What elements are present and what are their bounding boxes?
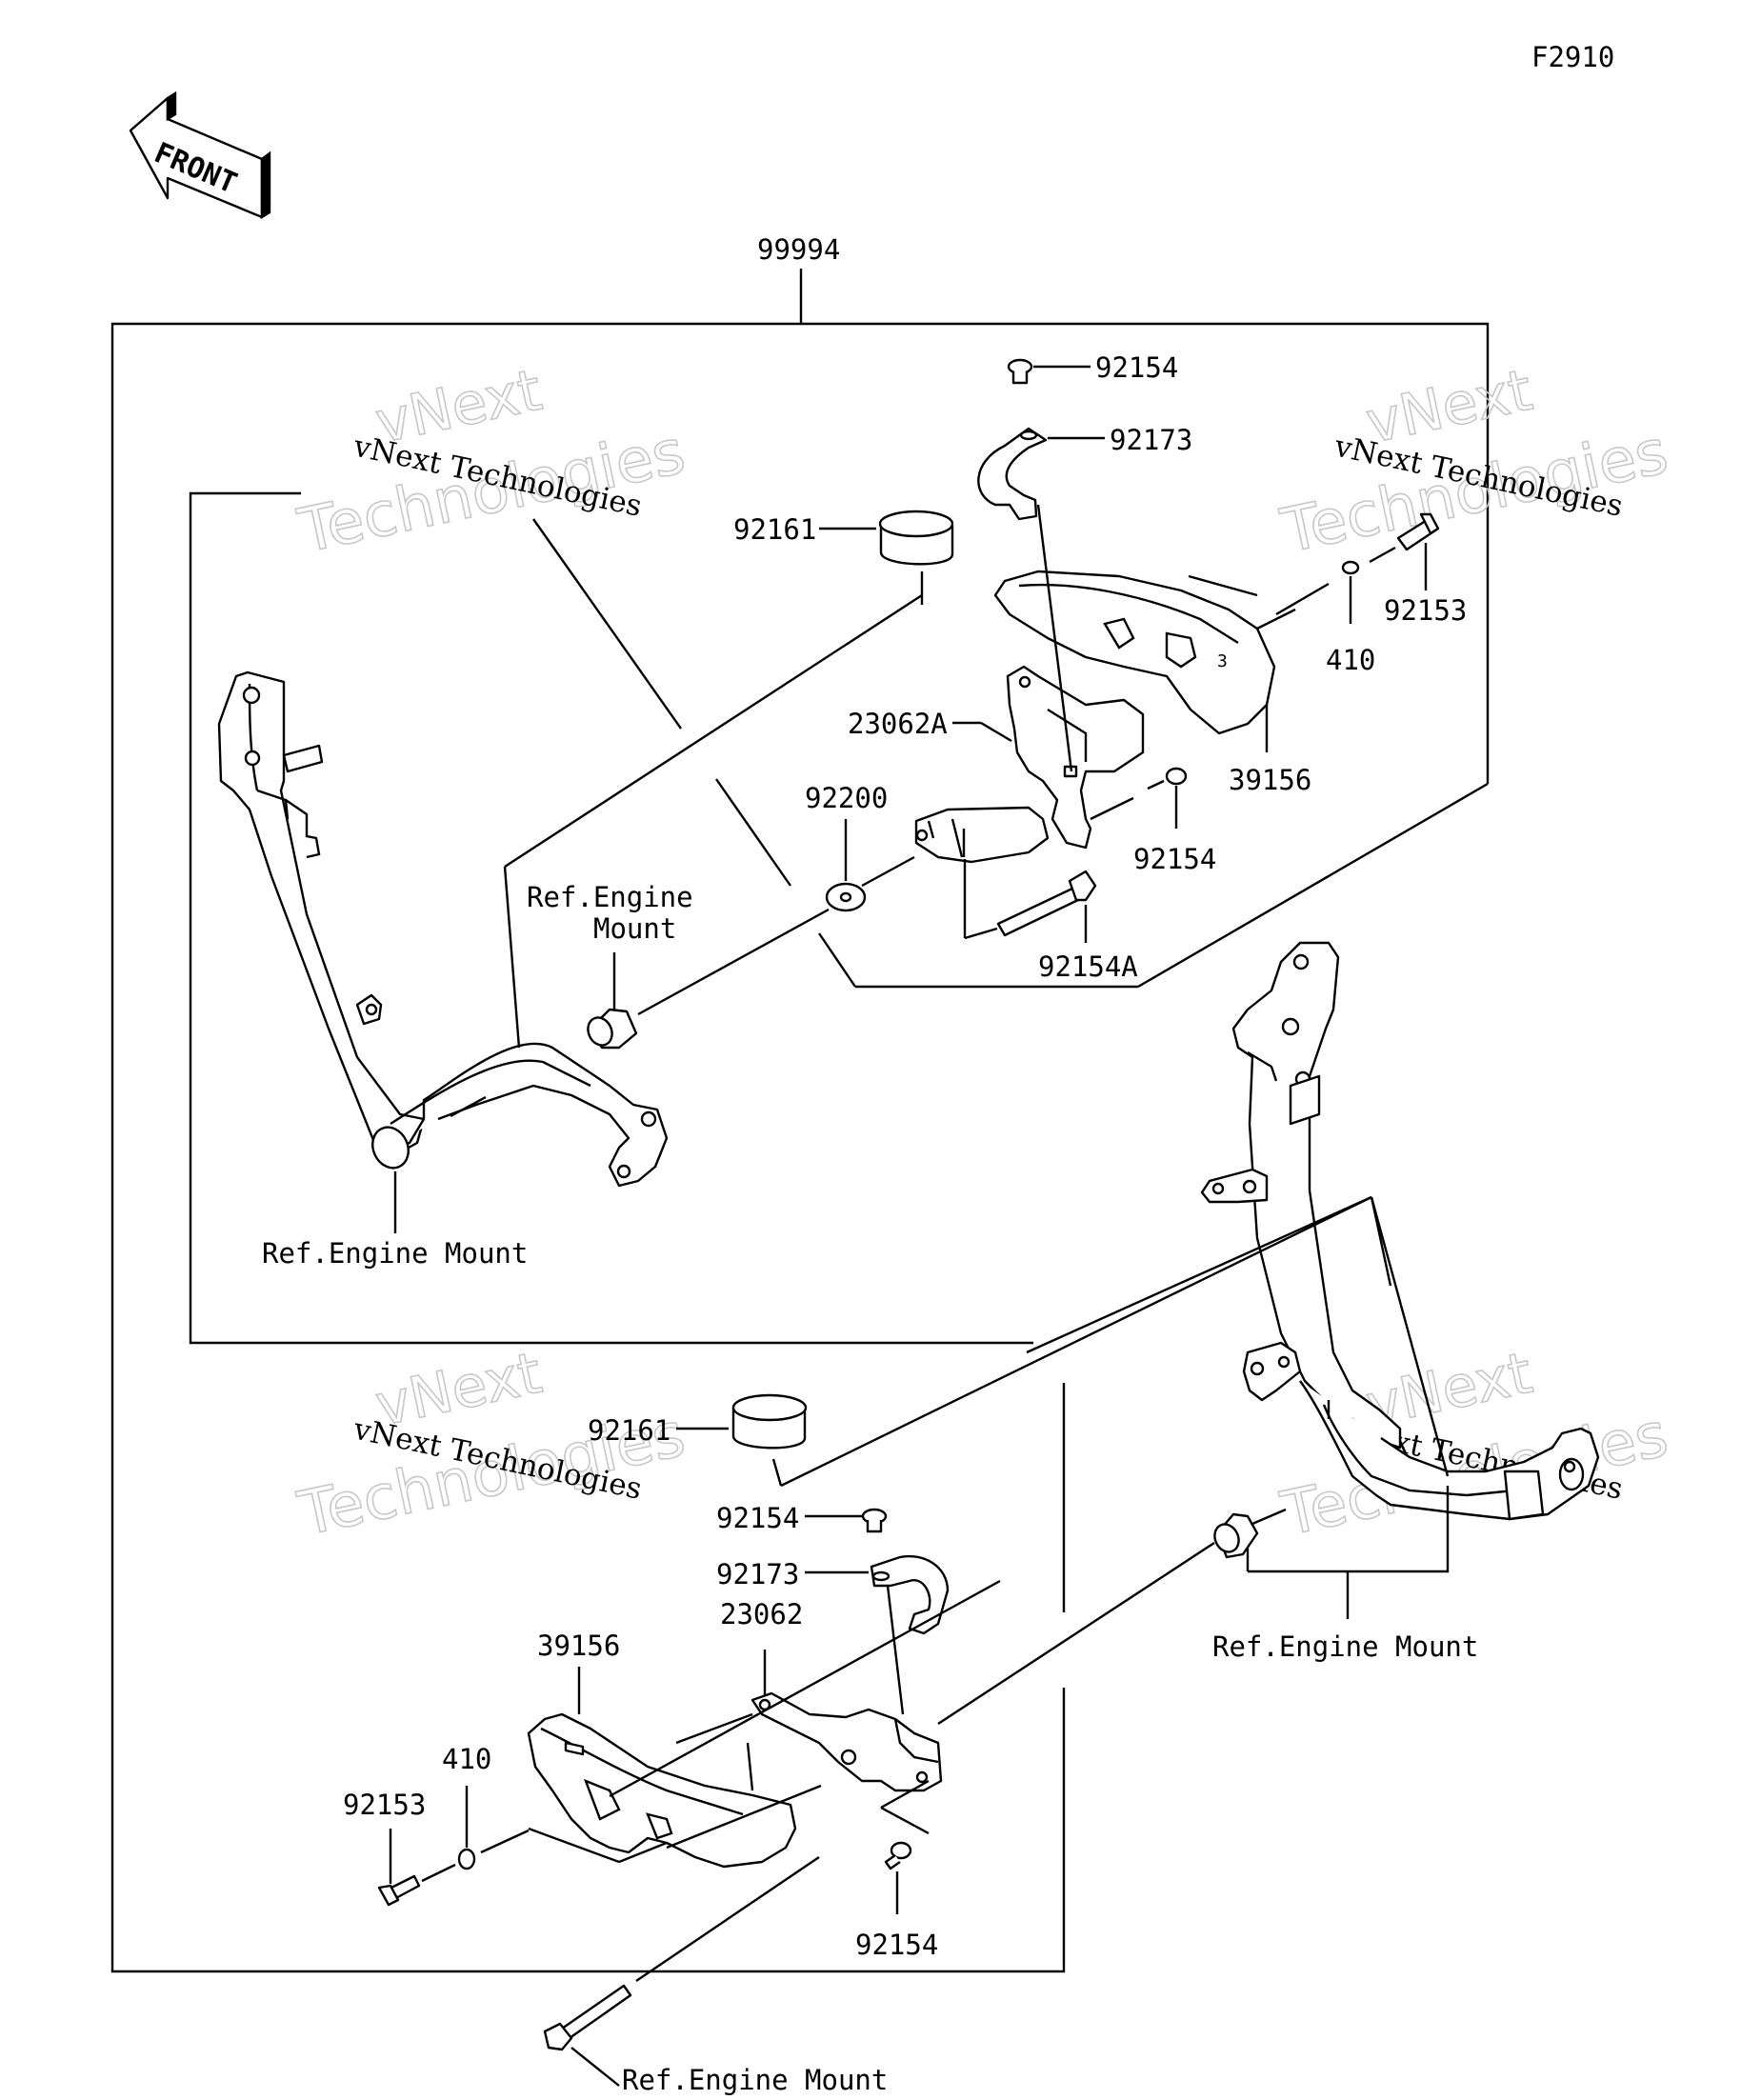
callout-assembly: 99994: [757, 233, 840, 266]
ref-engine-mount-left: Ref.Engine Mount: [262, 1237, 528, 1270]
bracket-top-icon: [952, 504, 1145, 850]
callout-slider-top: 39156: [1229, 764, 1311, 796]
clamp-top-icon: [977, 427, 1105, 521]
figure-code: F2910: [1531, 41, 1614, 73]
slider-top-icon: 3: [993, 570, 1330, 752]
assembly-boundary: [110, 322, 1490, 1973]
callout-bolt-top-right: 92153: [1384, 594, 1467, 627]
callout-collar-bottom: 92161: [588, 1414, 670, 1447]
svg-text:3: 3: [1217, 651, 1228, 671]
bolt-top-right-icon: [1396, 512, 1440, 590]
callout-slider-bottom: 39156: [537, 1630, 620, 1662]
callout-screw-mid: 92154: [1133, 843, 1216, 875]
collar-bottom-icon: [676, 1393, 808, 1450]
clamp-bottom-icon: [805, 1554, 950, 1715]
ref-engine-mount-bottom: Ref.Engine Mount: [622, 2064, 888, 2096]
callout-screw-top: 92154: [1095, 351, 1178, 384]
watermark-top-right: vNext Technologies vNext Technologies: [1274, 356, 1674, 569]
callout-washer-92200: 92200: [805, 782, 888, 814]
washer-bottom-icon: [457, 1848, 476, 1870]
callout-bolt-bottom-left: 92153: [343, 1789, 426, 1821]
slider-bottom-icon: [527, 1667, 797, 1869]
washer-top-right-icon: [1341, 560, 1360, 575]
washer-92200-icon: [825, 819, 915, 912]
screw-mid-icon: [1090, 767, 1188, 829]
callout-bracket-top: 23062A: [848, 708, 948, 740]
collar-top-icon: [819, 510, 954, 605]
bolt-bottom-left-icon: [377, 1829, 456, 1907]
front-arrow-icon: FRONT: [129, 90, 271, 220]
right-guard-frame: [1200, 941, 1600, 1521]
ref-engine-mount-top-b: Mount: [593, 912, 676, 945]
bracket-lower-top-icon: [914, 806, 1050, 864]
callout-bracket-bottom: 23062: [720, 1598, 803, 1630]
watermark-top-left: vNext Technologies vNext Technologies: [291, 356, 691, 569]
bolt-long-icon: [963, 859, 1097, 943]
ref-engine-mount-right: Ref.Engine Mount: [1212, 1630, 1478, 1663]
callout-screw-bottom-upper: 92154: [716, 1502, 799, 1534]
callout-washer-top-right: 410: [1326, 644, 1375, 676]
screw-top-icon: [1007, 358, 1091, 385]
left-guard-frame: [217, 670, 669, 1188]
bracket-bottom-icon: [750, 1650, 943, 1792]
callout-bolt-long: 92154A: [1038, 950, 1138, 983]
screw-bottom-lower-icon: [880, 1779, 930, 1914]
engine-mount-collar-top-icon: [587, 908, 830, 1050]
callout-clamp-bottom: 92173: [716, 1558, 799, 1590]
screw-bottom-upper-icon: [805, 1508, 888, 1533]
engine-mount-bolt-bottom-icon: [543, 1856, 820, 2087]
callout-clamp-top: 92173: [1110, 424, 1192, 456]
frame-group-box: [189, 491, 1033, 1345]
callout-washer-bottom: 410: [442, 1743, 491, 1775]
callout-collar-top: 92161: [733, 513, 816, 546]
ref-engine-mount-top-a: Ref.Engine: [527, 881, 693, 913]
engine-mount-collar-right-icon: [1213, 1486, 1450, 1619]
callout-screw-bottom-lower: 92154: [855, 1929, 938, 1961]
